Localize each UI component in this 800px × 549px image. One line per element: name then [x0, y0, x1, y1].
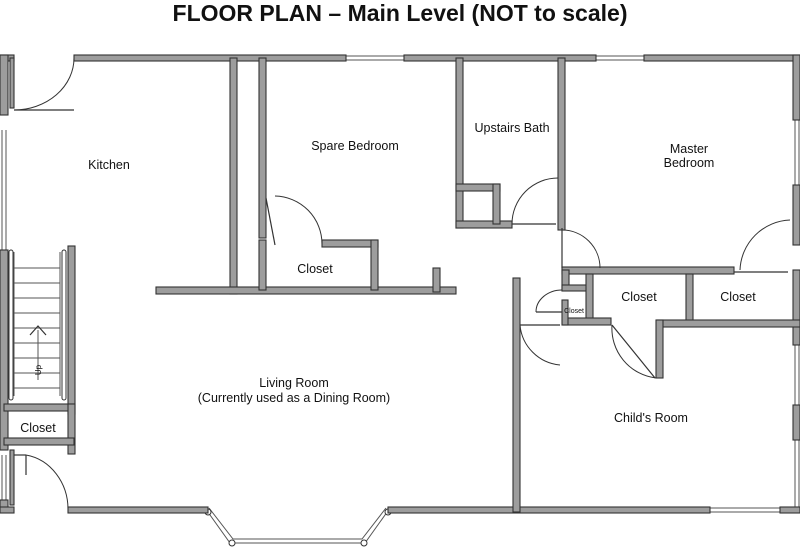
- label-kitchen: Kitchen: [88, 158, 130, 172]
- label-closet-mid: Closet: [621, 290, 657, 304]
- doors: [13, 57, 791, 511]
- label-closet-stair: Closet: [20, 421, 56, 435]
- walls: [0, 54, 800, 514]
- label-living-line1: Living Room: [259, 376, 328, 390]
- page-title: FLOOR PLAN – Main Level (NOT to scale): [172, 0, 628, 26]
- label-closet-small: Closet: [564, 308, 584, 315]
- label-living-line2: (Currently used as a Dining Room): [198, 391, 390, 405]
- label-spare-bedroom: Spare Bedroom: [311, 139, 399, 153]
- label-childs-room: Child's Room: [614, 411, 688, 425]
- label-upstairs-bath: Upstairs Bath: [474, 121, 549, 135]
- stair-arrow-icon: [29, 325, 47, 336]
- windows: [1, 55, 800, 547]
- label-master-line1: Master: [670, 142, 708, 156]
- room-labels: Kitchen Spare Bedroom Upstairs Bath Mast…: [20, 121, 756, 435]
- label-closet-spare: Closet: [297, 262, 333, 276]
- label-stairs-up: Up: [34, 364, 43, 375]
- label-master-line2: Bedroom: [664, 156, 715, 170]
- label-closet-right: Closet: [720, 290, 756, 304]
- staircase: [8, 249, 67, 401]
